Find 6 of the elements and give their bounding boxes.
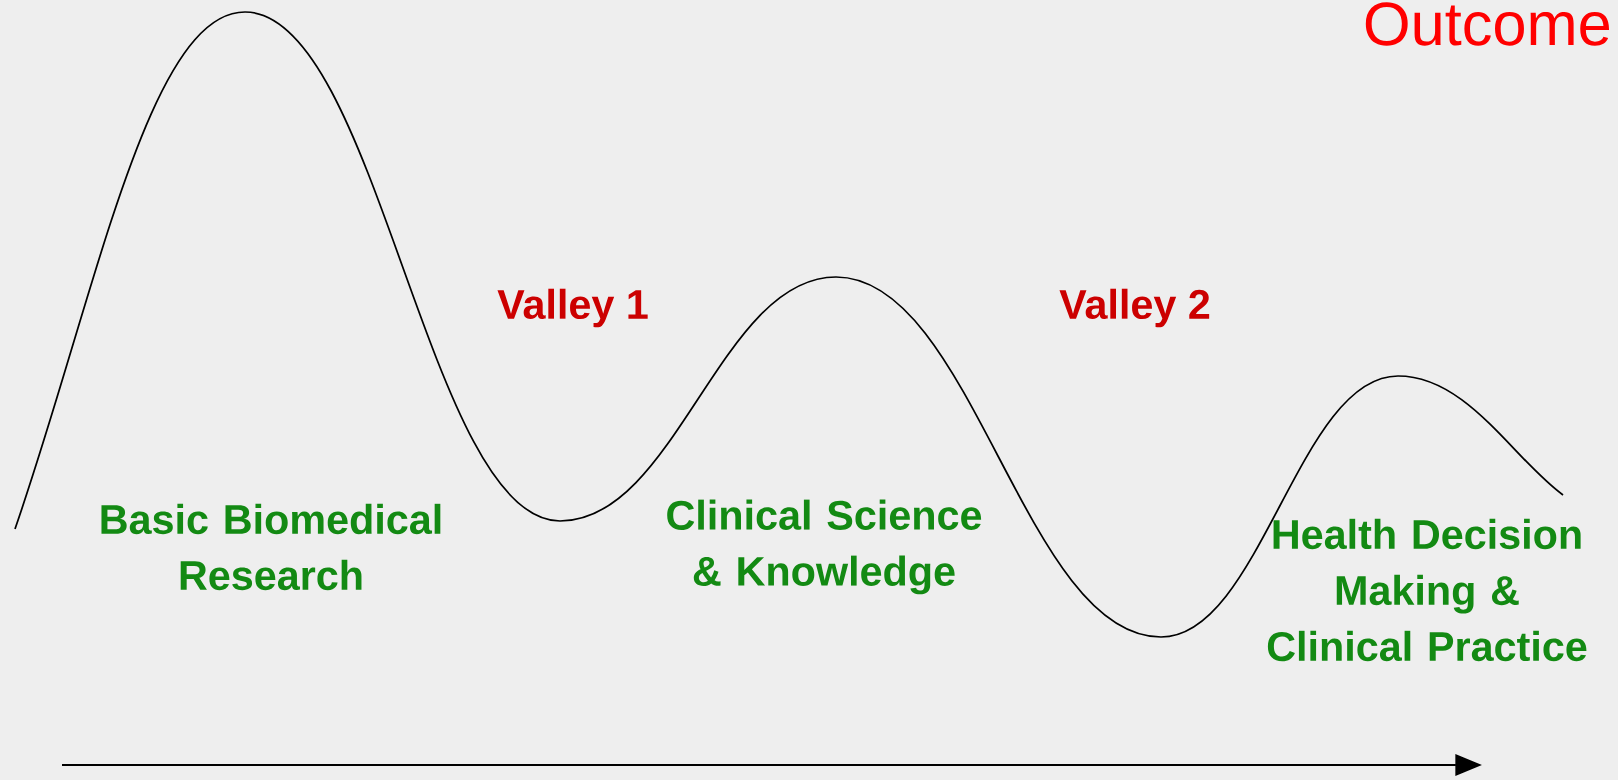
stage-label: Basic Biomedical Research [101,503,441,591]
heading-text: Outcome [1365,2,1609,46]
stage-label: Health Decision Making & Clinical Practice [1267,518,1587,662]
valley-label: Valley 1 [497,288,648,328]
stage-label: Clinical Science & Knowledge [667,499,982,595]
valley-label: Valley 2 [1059,288,1210,328]
